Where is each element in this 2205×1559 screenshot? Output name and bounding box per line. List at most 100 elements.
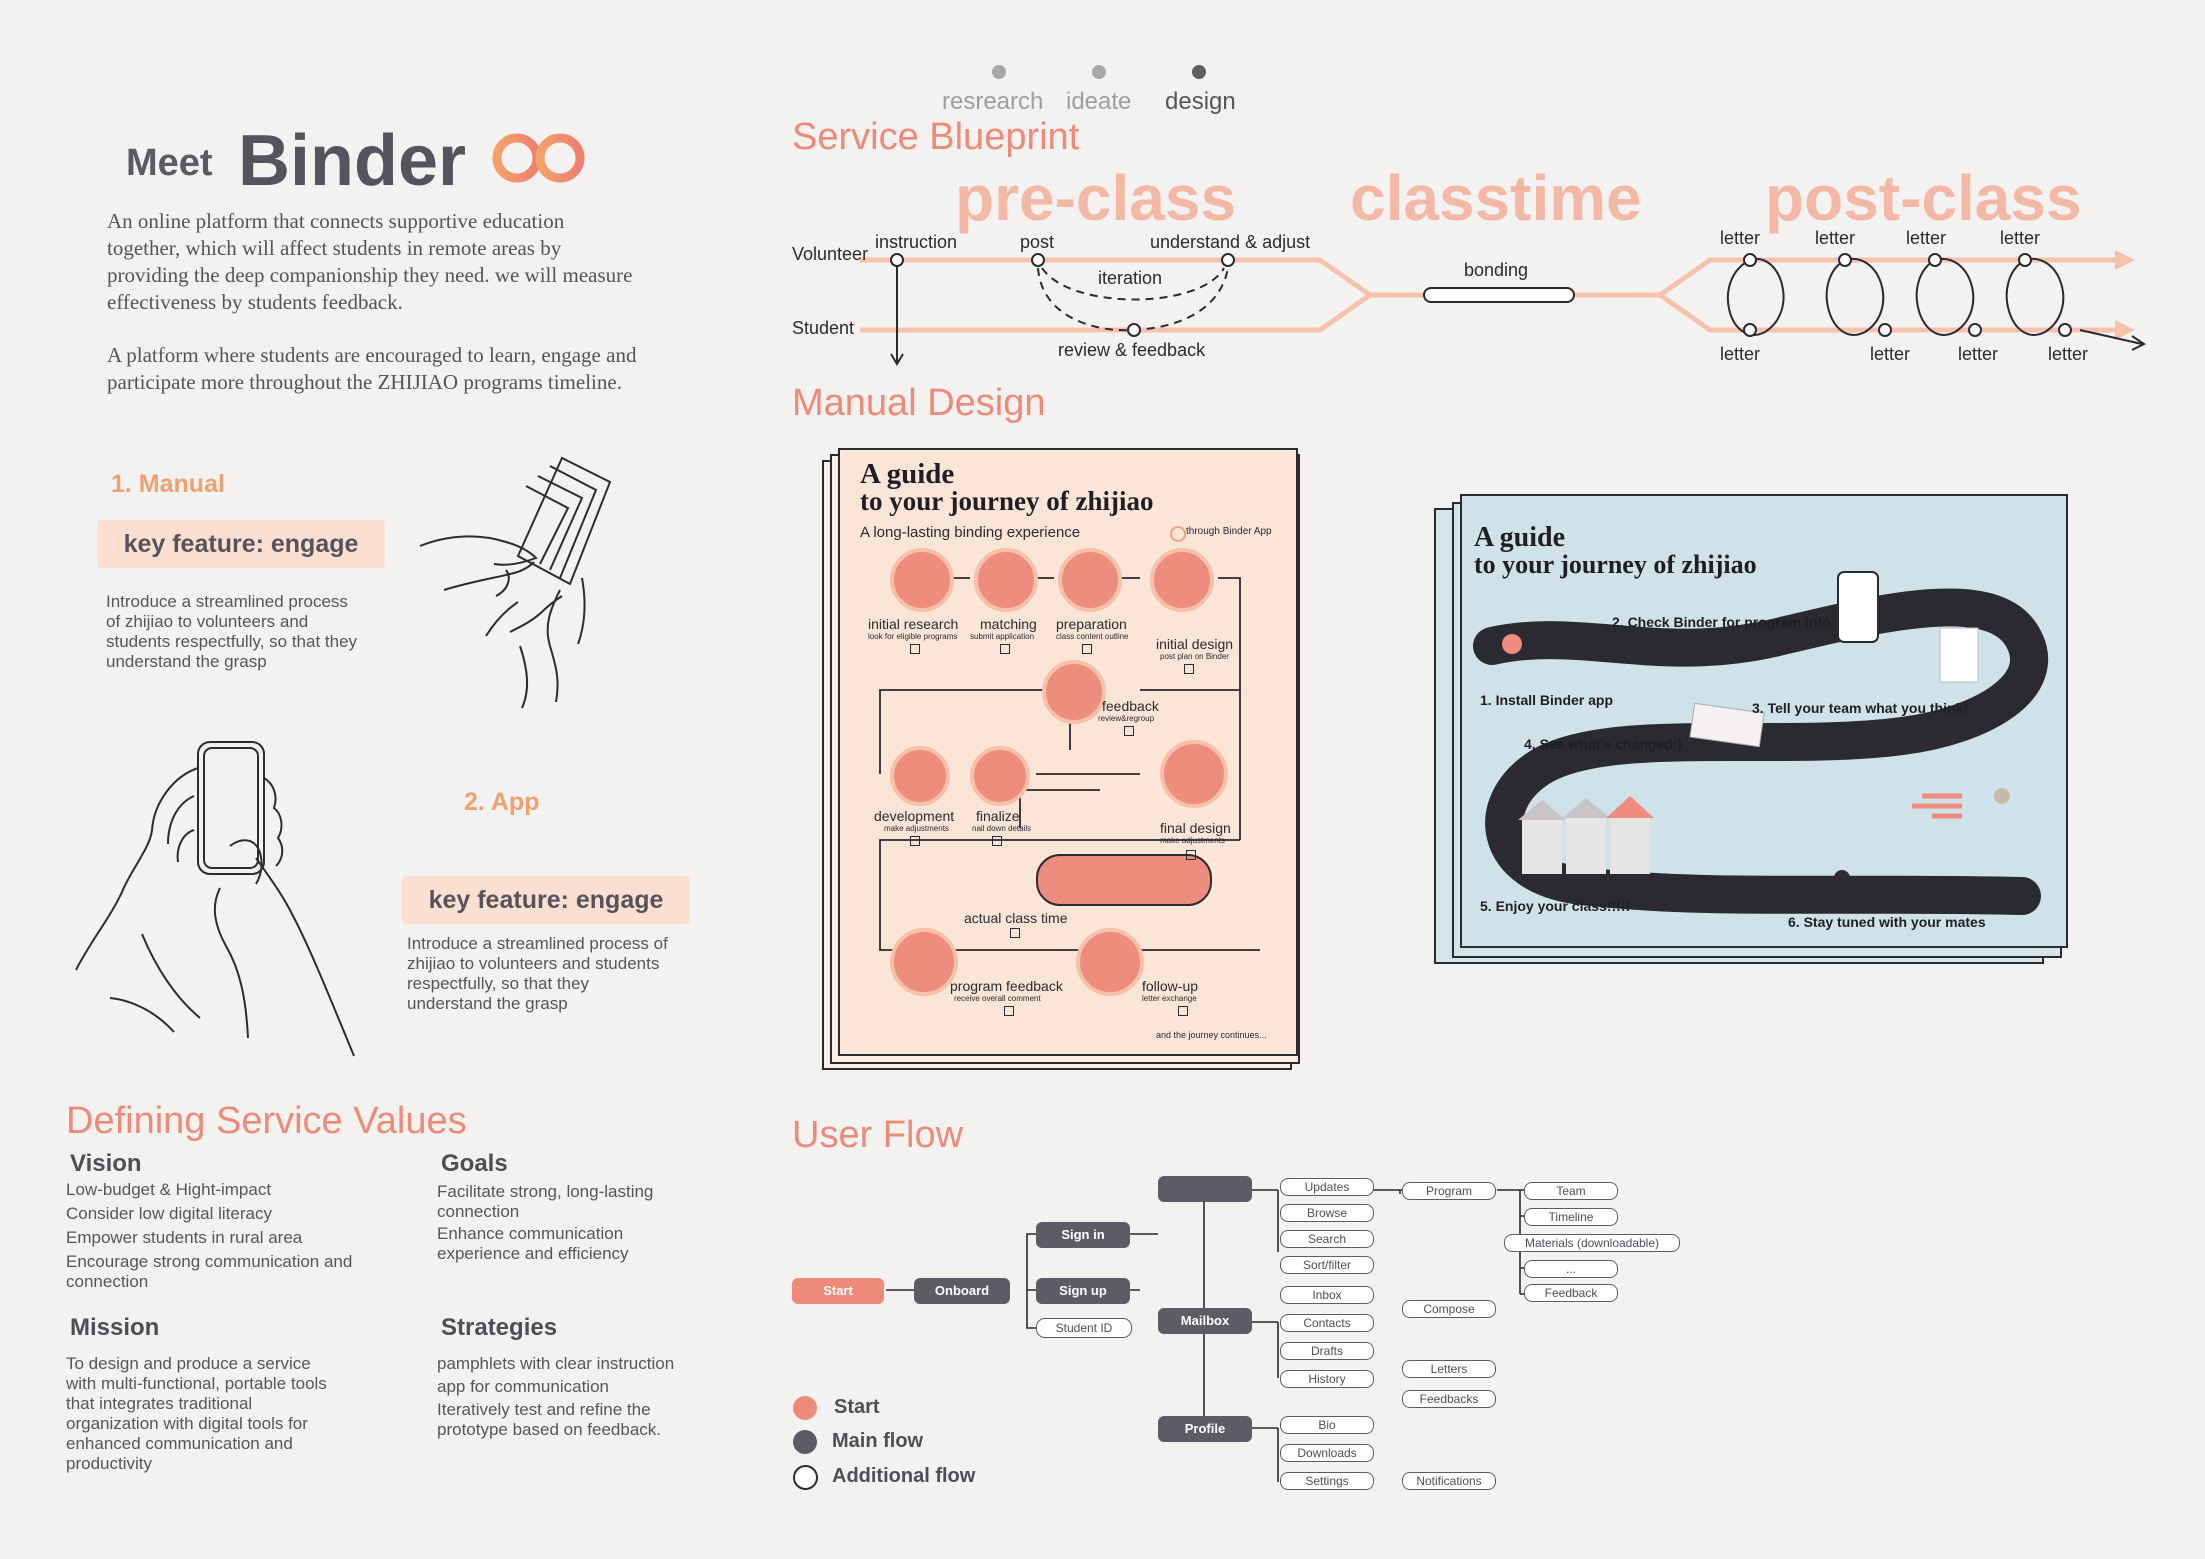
step-checkbox[interactable]	[1082, 644, 1092, 654]
step-checkbox[interactable]	[1186, 850, 1196, 860]
flow-sign-up-node[interactable]: Sign up	[1036, 1278, 1130, 1304]
flow-program-node[interactable]: Program	[1402, 1182, 1496, 1200]
letter-label: letter	[1720, 228, 1760, 248]
step-label: development	[874, 808, 955, 824]
step-sublabel: nail down details	[972, 824, 1032, 833]
step-sublabel: review&regroup	[1098, 714, 1155, 723]
vision-item: Low-budget & Hight-impact	[66, 1180, 272, 1199]
flow-profile-node[interactable]: Profile	[1158, 1416, 1252, 1442]
step-checkbox[interactable]	[910, 836, 920, 846]
goals-item: Facilitate strong, long-lasting connecti…	[437, 1182, 654, 1221]
step-sublabel: look for eligible programs	[868, 632, 958, 641]
flow-home-node[interactable]	[1158, 1176, 1252, 1202]
strategies-item: app for communication	[437, 1377, 609, 1396]
progress-steps: resrearch ideate design	[940, 64, 1240, 124]
flow-history-node[interactable]: History	[1280, 1370, 1374, 1388]
flow-search-node[interactable]: Search	[1280, 1230, 1374, 1248]
booklet2-title-line2: to your journey of zhijiao	[1474, 550, 1757, 579]
step-label: follow-up	[1142, 978, 1199, 994]
flow-student-id-node[interactable]: Student ID	[1036, 1318, 1132, 1338]
booklet1-legend: through Binder App	[1186, 526, 1272, 537]
step-finalize-icon	[970, 746, 1030, 806]
step-checkbox[interactable]	[1000, 644, 1010, 654]
meet-label: Meet	[126, 142, 213, 184]
step-checkbox[interactable]	[1004, 1006, 1014, 1016]
flow-timeline-node[interactable]: Timeline	[1524, 1208, 1618, 1226]
flow-bio-node[interactable]: Bio	[1280, 1416, 1374, 1434]
manual-heading: 1. Manual	[111, 470, 225, 498]
flow-drafts-node[interactable]: Drafts	[1280, 1342, 1374, 1360]
step-sublabel: make adjustments	[884, 824, 949, 833]
step-checkbox[interactable]	[992, 836, 1002, 846]
values-title: Defining Service Values	[66, 1100, 467, 1142]
step-development-icon	[890, 746, 950, 806]
vision-item: Empower students in rural area	[66, 1228, 303, 1247]
flow-inbox-node[interactable]: Inbox	[1280, 1286, 1374, 1304]
step-label: initial research	[868, 616, 959, 632]
step-class-time-icon	[1036, 854, 1212, 906]
booklet1-title-line2: to your journey of zhijiao	[860, 486, 1154, 516]
legend-start-label: Start	[834, 1396, 880, 1418]
app-guide-step: 5. Enjoy your class!!!!!	[1480, 898, 1631, 914]
vision-item: Encourage strong communication and conne…	[66, 1252, 353, 1291]
flow-letters-node[interactable]: Letters	[1402, 1360, 1496, 1378]
booklet2-title-line1: A guide	[1474, 522, 1566, 553]
flow-sign-in-node[interactable]: Sign in	[1036, 1222, 1130, 1248]
flow-settings-node[interactable]: Settings	[1280, 1472, 1374, 1490]
understand-node	[1221, 253, 1235, 267]
manual-description: Introduce a streamlined process of zhiji…	[106, 592, 358, 671]
manual-feature-pill: key feature: engage	[97, 520, 385, 568]
goals-heading: Goals	[441, 1150, 508, 1177]
volunteer-arrowhead	[2115, 250, 2135, 270]
letter-label: letter	[1958, 344, 1998, 364]
step-checkbox[interactable]	[910, 644, 920, 654]
booklet-app-guide: A guide to your journey of zhijiao 1. In…	[1460, 494, 2068, 948]
legend-additional-label: Additional flow	[832, 1465, 976, 1487]
letter-label: letter	[1815, 228, 1855, 248]
flow-sort-filter-node[interactable]: Sort/filter	[1280, 1256, 1374, 1274]
vision-heading: Vision	[70, 1150, 142, 1177]
iteration-loop-bottom	[1037, 267, 1229, 332]
lane-student-label: Student	[792, 318, 854, 338]
step-label-design[interactable]: design	[1165, 88, 1236, 115]
flow-feedbacks-node[interactable]: Feedbacks	[1402, 1390, 1496, 1408]
flow-team-node[interactable]: Team	[1524, 1182, 1618, 1200]
flow-start-node[interactable]: Start	[792, 1278, 884, 1304]
letter-label: letter	[1906, 228, 1946, 248]
flow-more-node[interactable]: ...	[1524, 1260, 1618, 1278]
step-label: feedback	[1102, 698, 1159, 714]
letter-nodes	[1743, 253, 2072, 337]
flow-contacts-node[interactable]: Contacts	[1280, 1314, 1374, 1332]
mission-text: To design and produce a service with mul…	[66, 1354, 327, 1473]
legend-main-swatch	[793, 1430, 817, 1454]
app-guide-step: 4. See what's changed:)	[1524, 736, 1683, 752]
flow-downloads-node[interactable]: Downloads	[1280, 1444, 1374, 1462]
letter-loops	[1726, 257, 2146, 351]
blueprint-title: Service Blueprint	[792, 116, 1080, 158]
step-sublabel: submit application	[970, 632, 1035, 641]
flow-browse-node[interactable]: Browse	[1280, 1204, 1374, 1222]
flow-mailbox-node[interactable]: Mailbox	[1158, 1308, 1252, 1334]
step-label: finalize	[976, 808, 1020, 824]
step-preparation-icon	[1058, 548, 1122, 612]
step-checkbox[interactable]	[1178, 1006, 1188, 1016]
app-guide-step: 2. Check Binder for program info	[1612, 614, 1831, 630]
flow-updates-node[interactable]: Updates	[1280, 1178, 1374, 1196]
flow-notifications-node[interactable]: Notifications	[1402, 1472, 1496, 1490]
step-label: program feedback	[950, 978, 1063, 994]
step-checkbox[interactable]	[1184, 664, 1194, 674]
step-checkbox[interactable]	[1010, 928, 1020, 938]
understand-label: understand & adjust	[1150, 232, 1310, 252]
flow-feedback-node[interactable]: Feedback	[1524, 1284, 1618, 1302]
step-sublabel: receive overall comment	[954, 994, 1041, 1003]
booklet1-footer: and the journey continues...	[1156, 1030, 1267, 1040]
step-checkbox[interactable]	[1124, 726, 1134, 736]
step-label-research[interactable]: resrearch	[942, 88, 1044, 115]
phase-pre-class: pre-class	[955, 162, 1236, 234]
lane-volunteer-label: Volunteer	[792, 244, 868, 264]
flow-onboard-node[interactable]: Onboard	[914, 1278, 1010, 1304]
step-feedback-icon	[1042, 660, 1106, 724]
flow-materials-node[interactable]: Materials (downloadable)	[1504, 1234, 1680, 1252]
flow-compose-node[interactable]: Compose	[1402, 1300, 1496, 1318]
step-label-ideate[interactable]: ideate	[1066, 88, 1132, 115]
